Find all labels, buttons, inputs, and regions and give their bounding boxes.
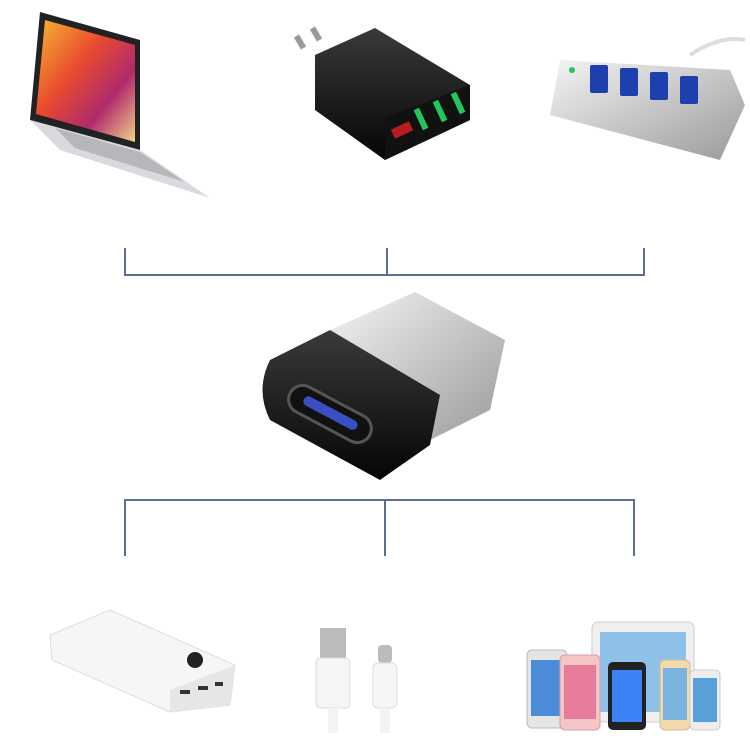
laptop-icon (30, 12, 210, 198)
top-connector-lines (124, 248, 645, 276)
phones-tablets-icon (526, 621, 721, 731)
usb-hub-icon (550, 37, 746, 160)
usb-cable-icon (315, 628, 398, 733)
wall-charger-icon (293, 26, 470, 160)
bottom-connector-lines (124, 499, 635, 556)
usb-c-to-usb-a-adapter-icon (262, 292, 505, 480)
power-bank-icon (49, 609, 236, 713)
